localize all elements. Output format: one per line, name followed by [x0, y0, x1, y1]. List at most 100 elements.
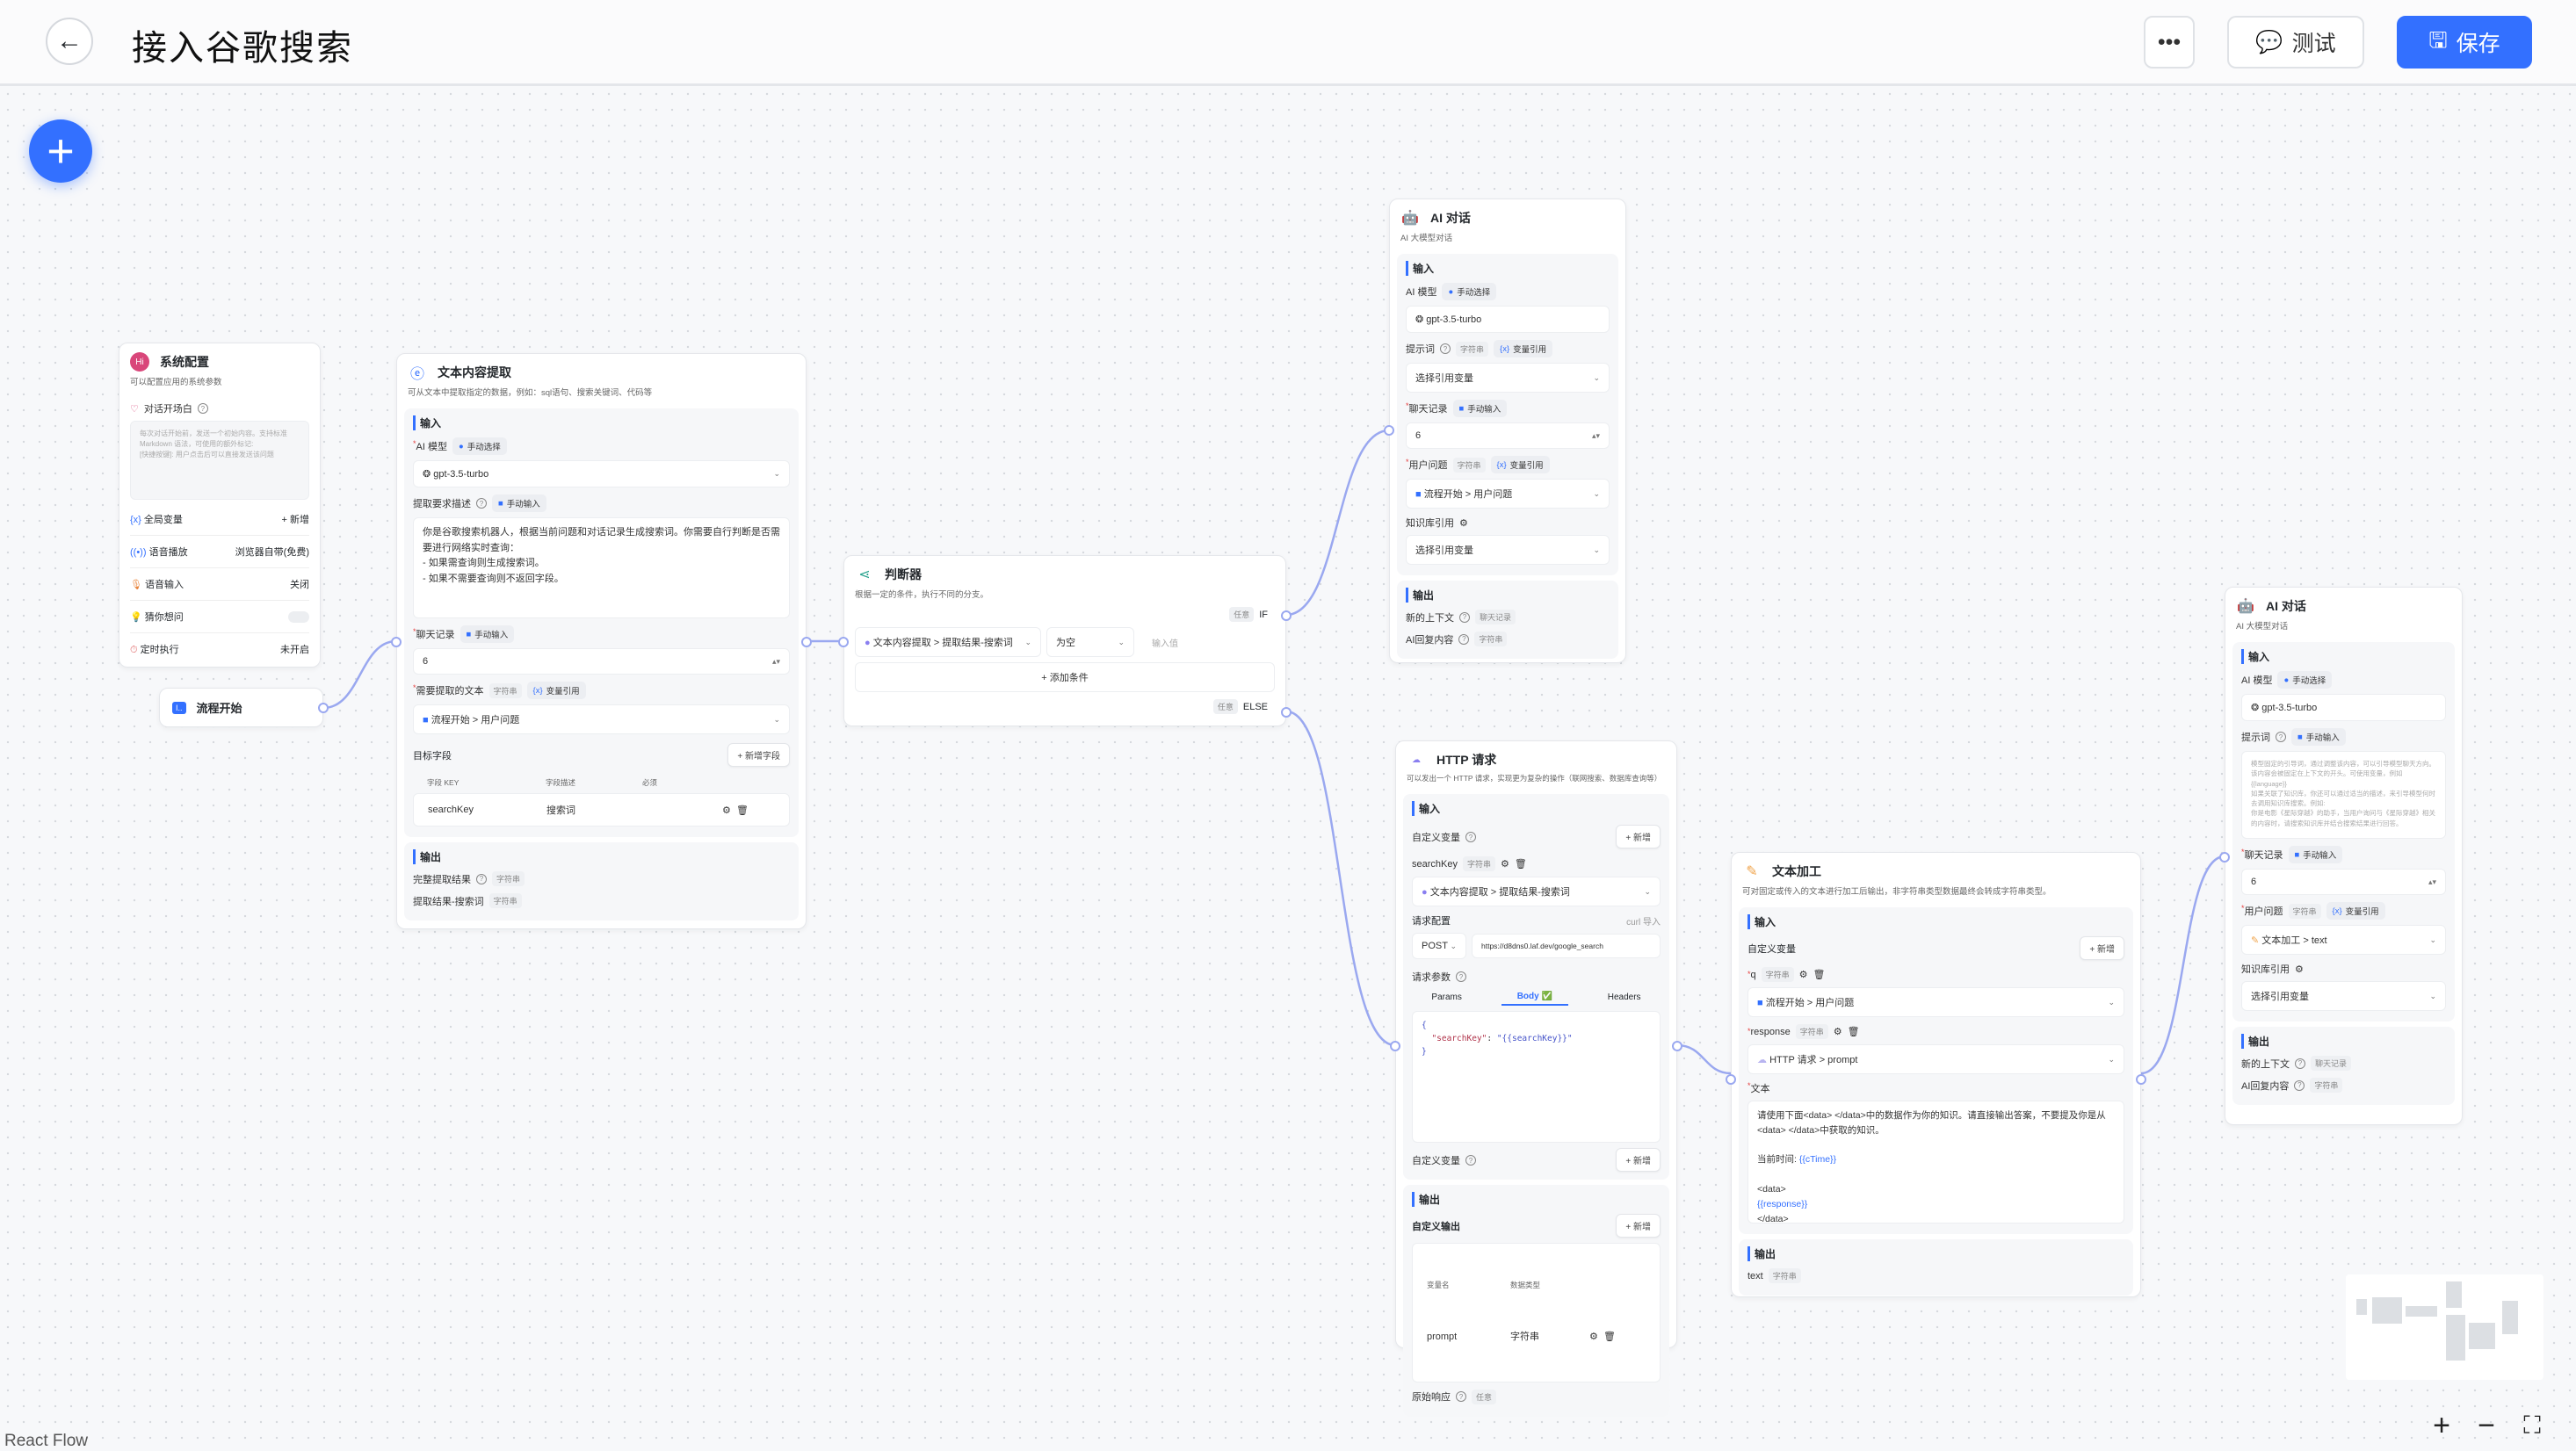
row-scheduled[interactable]: ⏱ 定时执行未开启 — [130, 633, 309, 665]
prompt-textarea[interactable]: 模型固定的引导词，通过调整该内容，可以引导模型聊天方向。该内容会被固定在上下文的… — [2241, 751, 2446, 839]
add-variable-button[interactable]: + 新增 — [2080, 936, 2124, 960]
tab-headers[interactable]: Headers — [1607, 993, 1641, 1002]
kb-select[interactable]: 选择引用变量⌄ — [2241, 981, 2446, 1011]
minimap[interactable] — [2346, 1274, 2543, 1380]
condition-value-input[interactable]: 输入值 — [1152, 639, 1178, 649]
input-handle[interactable] — [1390, 1041, 1400, 1051]
model-select[interactable]: ❂ gpt-3.5-turbo — [2241, 694, 2446, 721]
type-tag: 字符串 — [1795, 1024, 1828, 1039]
tab-params[interactable]: Params — [1431, 993, 1462, 1002]
curl-import-link[interactable]: curl 导入 — [1626, 917, 1661, 928]
req-textarea[interactable]: 你是谷歌搜索机器人，根据当前问题和对话记录生成搜索词。你需要自行判断是否需要进行… — [413, 517, 790, 618]
method-select[interactable]: POST⌄ — [1412, 933, 1466, 959]
row-voice-input[interactable]: 🎙 语音输入关闭 — [130, 568, 309, 601]
gear-icon[interactable]: ⚙ — [1833, 1027, 1842, 1037]
fit-view-button[interactable]: ⛶ — [2512, 1405, 2552, 1446]
condition-variable-select[interactable]: ● 文本内容提取 > 提取结果-搜索词⌄ — [855, 627, 1041, 657]
node-ai-chat-2[interactable]: 🤖AI 对话 AI 大模型对话 输入 AI 模型●手动选择 ❂ gpt-3.5-… — [2219, 587, 2463, 1125]
add-output-button[interactable]: + 新增 — [1616, 1214, 1661, 1238]
input-handle[interactable] — [1384, 425, 1394, 436]
var-name: response — [1747, 1027, 1791, 1037]
node-http-request[interactable]: ☁HTTP 请求 可以发出一个 HTTP 请求，实现更为复杂的操作（联网搜索、数… — [1390, 740, 1682, 1417]
gear-icon[interactable]: ⚙ — [1589, 1331, 1598, 1342]
add-field-button[interactable]: + 新增字段 — [727, 743, 790, 767]
var-select[interactable]: ■ 流程开始 > 用户问题⌄ — [1747, 987, 2124, 1017]
guess-toggle[interactable] — [288, 610, 309, 623]
output-handle[interactable] — [2136, 1074, 2146, 1085]
gear-icon[interactable]: ⚙ — [1501, 859, 1509, 870]
more-button[interactable]: ••• — [2144, 16, 2195, 69]
trash-icon[interactable]: 🗑 — [1603, 1331, 1616, 1342]
section-title: 输入 — [1412, 801, 1661, 816]
question-select[interactable]: ■ 流程开始 > 用户问题⌄ — [1406, 479, 1610, 509]
node-text-processing[interactable]: ✎文本加工 可对固定或传入的文本进行加工后输出，非字符串类型数据最终会转成字符串… — [1726, 852, 2146, 1297]
type-tag: 任意 — [1229, 607, 1255, 622]
input-handle[interactable] — [1726, 1074, 1736, 1085]
var-select[interactable]: ☁ HTTP 请求 > prompt⌄ — [1747, 1044, 2124, 1074]
trash-icon[interactable]: 🗑 — [1813, 970, 1826, 980]
body-editor[interactable]: { "searchKey": "{{searchKey}}" } — [1412, 1011, 1661, 1143]
node-flow-start[interactable]: I.. 流程开始 — [159, 688, 329, 727]
output-section: 输出 新的上下文?聊天记录 AI回复内容?字符串 — [2232, 1027, 2455, 1105]
select-value: POST — [1422, 941, 1448, 951]
add-variable-button[interactable]: + 新增 — [281, 515, 309, 525]
gear-icon[interactable]: ⚙ — [722, 805, 731, 816]
gear-icon[interactable]: ⚙ — [1798, 970, 1808, 980]
history-stepper[interactable]: 6▴▾ — [413, 648, 790, 675]
add-node-button[interactable]: + — [29, 119, 92, 183]
text-select[interactable]: ■ 流程开始 > 用户问题⌄ — [413, 704, 790, 734]
text-textarea[interactable]: 请使用下面<data> </data>中的数据作为你的知识。请直接输出答案，不要… — [1747, 1101, 2124, 1224]
back-button[interactable]: ← — [46, 18, 93, 65]
stepper-arrows-icon[interactable]: ▴▾ — [771, 656, 780, 666]
condition-operator-select[interactable]: 为空⌄ — [1046, 627, 1134, 657]
trash-icon[interactable]: 🗑 — [736, 805, 749, 816]
kb-select[interactable]: 选择引用变量⌄ — [1406, 535, 1610, 565]
node-ai-chat-1[interactable]: 🤖AI 对话 AI 大模型对话 输入 AI 模型●手动选择 ❂ gpt-3.5-… — [1384, 199, 1626, 663]
welcome-textarea[interactable]: 每次对话开始前，发送一个初始内容。支持标准 Markdown 语法，可使用的额外… — [130, 421, 309, 500]
flow-canvas[interactable] — [0, 86, 2576, 1451]
prompt-select[interactable]: 选择引用变量⌄ — [1406, 363, 1610, 393]
add-condition-button[interactable]: + 添加条件 — [855, 662, 1275, 692]
history-stepper[interactable]: 6▴▾ — [2241, 869, 2446, 895]
input-handle[interactable] — [838, 637, 849, 647]
input-handle[interactable] — [2219, 852, 2230, 863]
node-title: 文本内容提取 — [438, 365, 511, 379]
add-variable-button[interactable]: + 新增 — [1616, 824, 1661, 848]
row-guess[interactable]: 💡 猜你想问 — [130, 601, 309, 633]
gear-icon[interactable]: ⚙ — [1459, 517, 1468, 529]
node-desc: AI 大模型对话 — [1400, 234, 1453, 243]
tab-body[interactable]: Body ✅ — [1501, 989, 1568, 1006]
model-select[interactable]: ❂ gpt-3.5-turbo — [1406, 306, 1610, 333]
stepper-arrows-icon[interactable]: ▴▾ — [1591, 430, 1600, 440]
question-select[interactable]: ✎ 文本加工 > text⌄ — [2241, 925, 2446, 955]
save-button[interactable]: 🖫保存 — [2397, 16, 2532, 69]
row-tts[interactable]: ((•)) 语音播放浏览器自带(免费) — [130, 536, 309, 568]
add-variable-button[interactable]: + 新增 — [1616, 1147, 1661, 1172]
output-handle[interactable] — [801, 637, 812, 647]
variable-icon: {x} — [2332, 906, 2342, 916]
history-stepper[interactable]: 6▴▾ — [1406, 422, 1610, 449]
gear-icon[interactable]: ⚙ — [2295, 964, 2304, 975]
zoom-in-button[interactable]: + — [2421, 1405, 2462, 1446]
var-select[interactable]: ● 文本内容提取 > 提取结果-搜索词⌄ — [1412, 877, 1661, 906]
else-handle[interactable] — [1281, 707, 1292, 718]
url-input[interactable]: https://d8dns0.laf.dev/google_search — [1472, 934, 1661, 958]
test-button[interactable]: 💬测试 — [2227, 16, 2364, 69]
trash-icon[interactable]: 🗑 — [1514, 859, 1527, 870]
trash-icon[interactable]: 🗑 — [1847, 1027, 1860, 1037]
input-handle[interactable] — [391, 637, 402, 647]
zoom-out-button[interactable]: − — [2466, 1405, 2507, 1446]
output-handle[interactable] — [318, 703, 329, 713]
react-flow-attribution[interactable]: React Flow — [4, 1432, 89, 1450]
row-global-vars[interactable]: {x} 全局变量+ 新增 — [130, 503, 309, 536]
chip-label: 手动选择 — [2292, 676, 2326, 686]
if-handle[interactable] — [1281, 610, 1292, 621]
output-handle[interactable] — [1672, 1041, 1682, 1051]
stepper-arrows-icon[interactable]: ▴▾ — [2428, 877, 2436, 886]
model-select[interactable]: ❂ gpt-3.5-turbo⌄ — [413, 460, 790, 487]
